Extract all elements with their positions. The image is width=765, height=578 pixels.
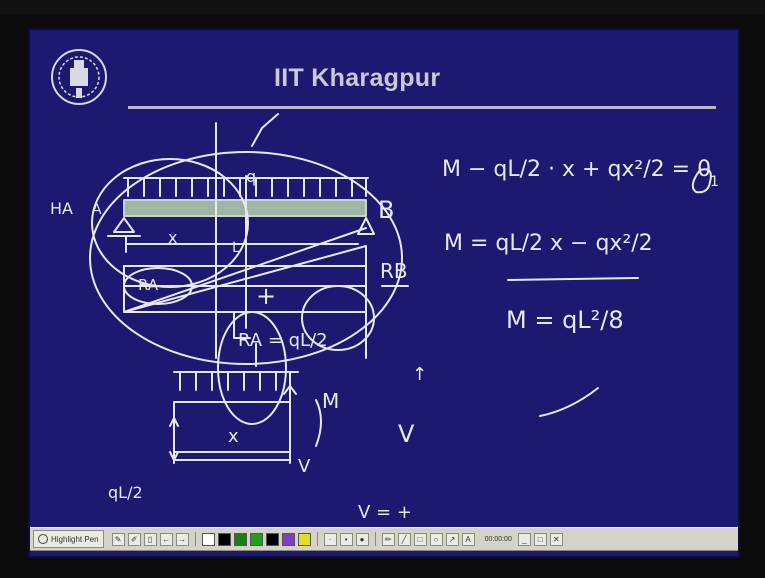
- toolbar-separator: [194, 532, 196, 546]
- label-b: B: [378, 196, 394, 224]
- shear-diagram: [123, 227, 367, 359]
- pen-toolbar: Highlight Pen ✎ ✐ ▯ ← → · • ● ✏ ╱ □ ○ ↗ …: [30, 527, 738, 551]
- toolbar-separator: [316, 532, 318, 546]
- color-swatch-black[interactable]: [217, 532, 231, 546]
- highlight-ellipse-small: [123, 267, 193, 305]
- minimize-icon[interactable]: _: [517, 532, 531, 546]
- dot-large-icon[interactable]: ●: [355, 532, 369, 546]
- time-readout: 00:00:00: [484, 535, 512, 543]
- dimension-x: [123, 235, 367, 287]
- pen-icon: [38, 534, 48, 544]
- color-swatch-green[interactable]: [233, 532, 247, 546]
- highlight-ellipse-right: [301, 285, 375, 351]
- color-swatch-yellow[interactable]: [297, 532, 311, 546]
- label-rb: RB: [380, 259, 408, 283]
- eraser-tool-icon[interactable]: ▯: [143, 532, 157, 546]
- marker-tool-icon[interactable]: ✐: [127, 532, 141, 546]
- window-top-bar: [0, 0, 765, 14]
- support-a: [107, 217, 141, 237]
- highlight-ellipse-left: [91, 158, 249, 288]
- label-l: L: [232, 240, 240, 256]
- equation-3: M = qL²/8: [506, 306, 624, 334]
- handwritten-annotations: q HA A B RA RB x L + RA = qL/2 x M V V ↑…: [50, 113, 719, 523]
- highlight-pen-label: Highlight Pen: [51, 534, 99, 544]
- line-tool-icon[interactable]: ╱: [397, 532, 411, 546]
- redo-icon[interactable]: →: [175, 532, 189, 546]
- arrow-tool-icon[interactable]: ↗: [445, 532, 459, 546]
- undo-icon[interactable]: ←: [159, 532, 173, 546]
- color-swatch-light-green[interactable]: [249, 532, 263, 546]
- pencil-icon[interactable]: ✏: [381, 532, 395, 546]
- label-x: x: [168, 228, 177, 247]
- reaction-equation: RA = qL/2: [238, 330, 328, 351]
- text-tool-icon[interactable]: A: [461, 532, 475, 546]
- label-plus: +: [256, 282, 276, 310]
- title-divider: [128, 106, 716, 109]
- pen-tool-icon[interactable]: ✎: [111, 532, 125, 546]
- label-a: A: [92, 202, 102, 218]
- lecture-slide: IIT Kharagpur: [28, 28, 740, 558]
- label-ha: HA: [50, 199, 73, 218]
- equation-2: M = qL/2 x − qx²/2: [444, 231, 653, 256]
- label-x-fbd: x: [228, 426, 239, 447]
- dot-medium-icon[interactable]: •: [339, 532, 353, 546]
- highlight-ellipse-large: [89, 151, 403, 365]
- label-v-fbd: V: [298, 456, 311, 477]
- bottom-equation: V = +: [358, 502, 412, 523]
- rectangle-tool-icon[interactable]: □: [413, 532, 427, 546]
- moment-arrow: ↑: [412, 364, 427, 385]
- equation-1: M − qL/2 · x + qx²/2 = 0: [442, 157, 711, 182]
- toolbar-separator: [374, 532, 376, 546]
- equation-1-number: 1: [710, 174, 719, 190]
- slide-title: IIT Kharagpur: [274, 64, 441, 92]
- window-buttons: _ □ ✕: [517, 532, 563, 546]
- iit-kharagpur-logo-icon: [51, 49, 107, 105]
- label-ra: RA: [138, 276, 159, 294]
- color-swatch-white[interactable]: [201, 532, 215, 546]
- highlight-pen-button[interactable]: Highlight Pen: [33, 530, 104, 548]
- support-b: [357, 217, 375, 235]
- fbd-reaction-label: qL/2: [108, 483, 143, 502]
- tool-buttons: ✎ ✐ ▯ ← → · • ● ✏ ╱ □ ○ ↗ A: [111, 532, 475, 546]
- color-swatch-purple[interactable]: [281, 532, 295, 546]
- moment-arc: [315, 399, 322, 447]
- center-line: [215, 122, 247, 359]
- maximize-icon[interactable]: □: [533, 532, 547, 546]
- label-v: V: [398, 420, 415, 448]
- ellipse-tool-icon[interactable]: ○: [429, 532, 443, 546]
- dot-small-icon[interactable]: ·: [323, 532, 337, 546]
- label-m: M: [322, 389, 339, 413]
- color-swatch-dark[interactable]: [265, 532, 279, 546]
- close-icon[interactable]: ✕: [549, 532, 563, 546]
- label-q: q: [246, 167, 256, 186]
